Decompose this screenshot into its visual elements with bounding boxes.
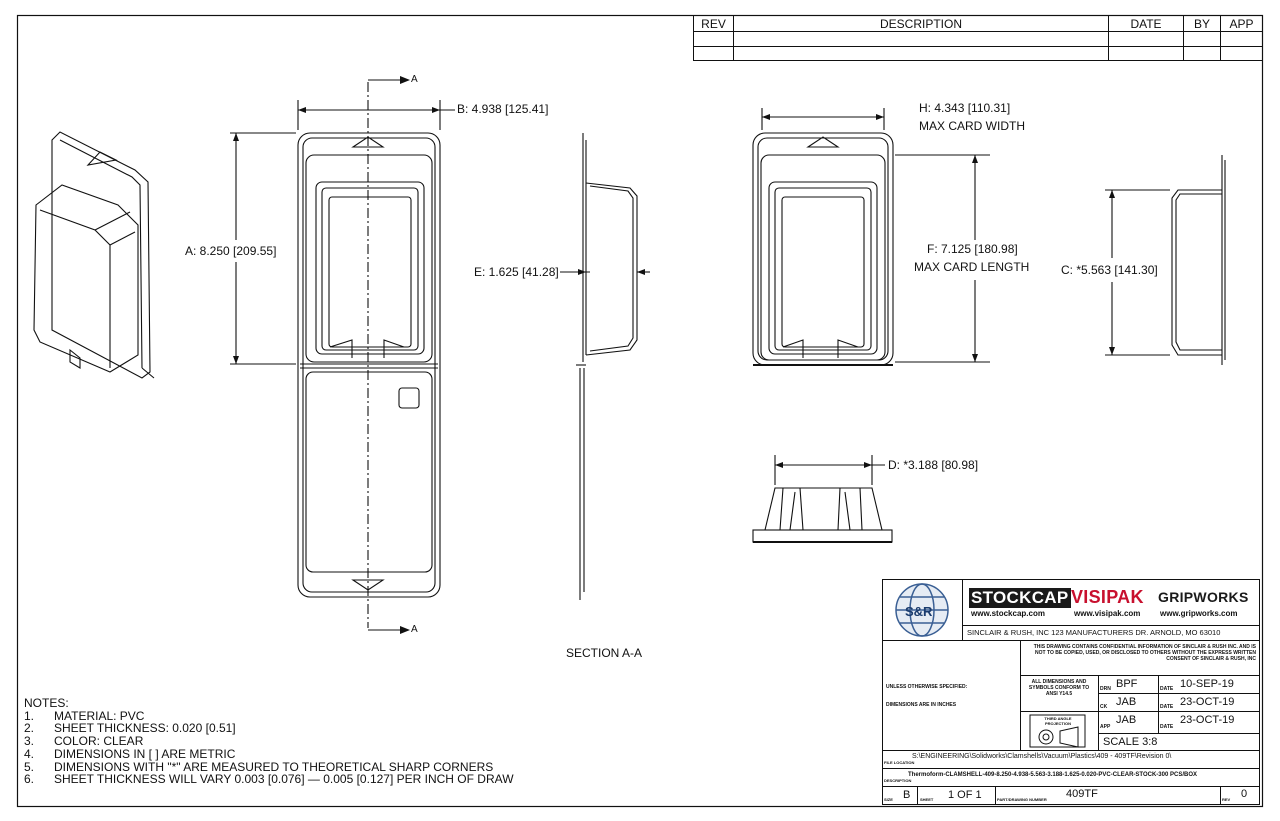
brand-gripworks: GRIPWORKS [1158, 589, 1249, 605]
ck-date-label: DATE [1160, 704, 1174, 710]
description-label: DESCRIPTION [884, 778, 912, 783]
projection-symbol [1029, 714, 1086, 748]
part-description: Thermoform-CLAMSHELL-409-8.250-4.938-5.5… [908, 772, 1197, 778]
dims-in-inches: DIMENSIONS ARE IN INCHES [886, 702, 957, 708]
note-item: 2.SHEET THICKNESS: 0.020 [0.51] [24, 721, 236, 736]
size: B [903, 789, 911, 801]
section-label: SECTION A-A [566, 646, 643, 660]
dim-e: E: 1.625 [41.28] [474, 265, 559, 279]
ck-by: JAB [1116, 696, 1137, 708]
app-header: APP [1229, 17, 1254, 31]
by-header: BY [1193, 17, 1210, 31]
ck-date: 23-OCT-19 [1180, 696, 1235, 708]
dim-f: F: 7.125 [180.98] [927, 242, 1018, 256]
note-item: 4.DIMENSIONS IN [ ] ARE METRIC [24, 746, 236, 761]
front-view [230, 79, 455, 631]
unless-specified: UNLESS OTHERWISE SPECIFIED: [886, 684, 968, 690]
rev-header: REV [701, 17, 726, 31]
sheet: 1 OF 1 [948, 789, 982, 801]
projection-label: THIRD ANGLE PROJECTION [1044, 716, 1072, 726]
notes: NOTES: 1.MATERIAL: PVC 2.SHEET THICKNESS… [24, 697, 514, 786]
company-address: SINCLAIR & RUSH, INC 123 MANUFACTURERS D… [967, 628, 1221, 637]
ck-label: CK [1100, 704, 1108, 710]
brand-visipak: VISIPAK [1071, 587, 1144, 607]
dim-b: B: 4.938 [125.41] [457, 102, 549, 116]
side-view [752, 108, 990, 366]
rev-label: REV [1222, 797, 1231, 802]
dim-c: C: *5.563 [141.30] [1061, 263, 1158, 277]
rev-value: 0 [1241, 788, 1248, 800]
app-by: JAB [1116, 714, 1137, 726]
note-item: 5.DIMENSIONS WITH "*" ARE MEASURED TO TH… [24, 759, 494, 774]
scale: SCALE 3:8 [1103, 736, 1158, 748]
drn-by: BPF [1116, 678, 1138, 690]
note-item: 1.MATERIAL: PVC [24, 708, 145, 723]
brand-stockcap: STOCKCAP [969, 588, 1071, 608]
drn-date: 10-SEP-19 [1180, 678, 1234, 690]
notes-title: NOTES: [24, 696, 69, 710]
app-date-label: DATE [1160, 724, 1174, 730]
note-item: 3.COLOR: CLEAR [24, 734, 144, 749]
date-header: DATE [1130, 17, 1162, 31]
section-mark-bottom: A [411, 624, 418, 635]
bottom-view [752, 455, 893, 543]
app-date: 23-OCT-19 [1180, 714, 1235, 726]
dim-h: H: 4.343 [110.31] [919, 101, 1011, 115]
file-location-label: FILE LOCATION [884, 760, 915, 765]
note-item: 6.SHEET THICKNESS WILL VARY 0.003 [0.076… [24, 772, 514, 787]
side-profile [1105, 155, 1226, 365]
dim-h-note: MAX CARD WIDTH [919, 119, 1025, 133]
url-stockcap: www.stockcap.com [971, 609, 1045, 618]
drn-label: DRN [1100, 686, 1111, 692]
dim-d: D: *3.188 [80.98] [888, 458, 979, 472]
dim-a: A: 8.250 [209.55] [185, 244, 277, 258]
dim-f-note: MAX CARD LENGTH [914, 260, 1030, 274]
sheet-label: SHEET [920, 797, 934, 802]
part-number-label: PART/DRAWING NUMBER [997, 797, 1047, 802]
url-gripworks: www.gripworks.com [1160, 609, 1238, 618]
section-mark-top: A [411, 74, 418, 85]
logo-text: S&R [905, 604, 933, 619]
file-location: S:\ENGINEERING\Solidworks\Clamshells\Vac… [912, 753, 1172, 760]
url-visipak: www.visipak.com [1074, 609, 1141, 618]
app-label: APP [1100, 724, 1111, 730]
description-header: DESCRIPTION [879, 17, 962, 31]
section-view [560, 133, 650, 600]
drn-date-label: DATE [1160, 686, 1174, 692]
ansi-conform: ALL DIMENSIONS AND SYMBOLS CONFORM TO AN… [1028, 679, 1090, 697]
sr-logo [895, 583, 949, 637]
confidential-notice: THIS DRAWING CONTAINS CONFIDENTIAL INFOR… [1033, 644, 1256, 662]
size-label: SIZE [884, 797, 893, 802]
isometric-view [33, 131, 155, 379]
part-number: 409TF [1066, 788, 1098, 800]
